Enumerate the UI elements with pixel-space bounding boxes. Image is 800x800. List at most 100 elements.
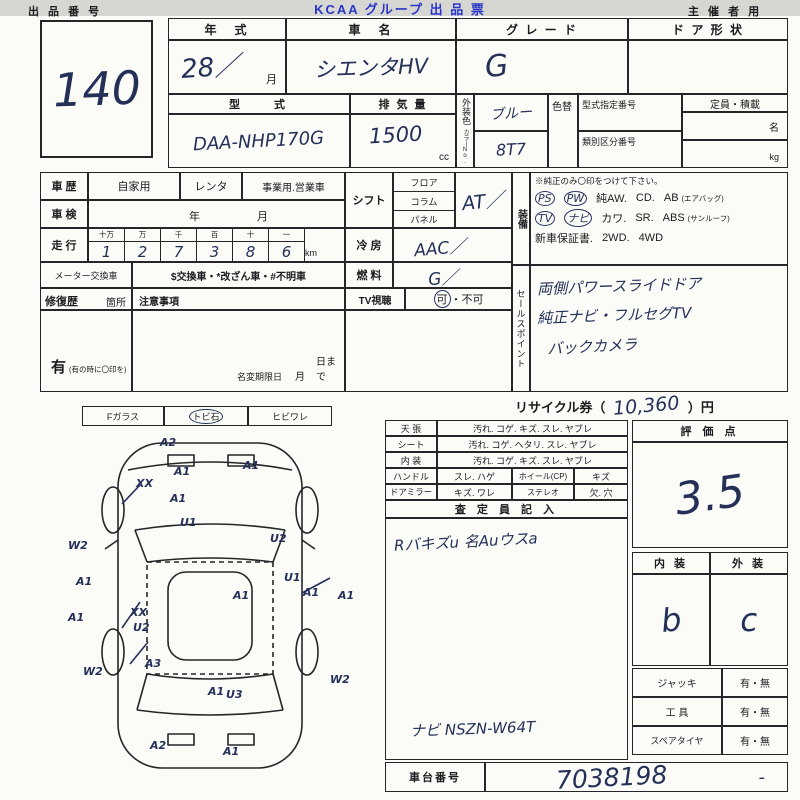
equip-aw: 純AW.	[596, 193, 627, 205]
chassis-number-dash: -	[758, 767, 766, 788]
top-band	[0, 0, 800, 16]
caution-value-cell: 名変期限日 月 日まで	[132, 310, 345, 392]
inspection-label: 車 検	[40, 200, 88, 228]
digit-header: 一	[269, 229, 304, 242]
damage-mark: U1	[284, 571, 301, 584]
repair-location-label: 箇所	[106, 298, 126, 309]
chassis-number-label: 車台番号	[385, 762, 485, 792]
interior-grade-cell: b	[632, 574, 710, 666]
repair-history-header: 修復歴 箇所	[40, 288, 132, 310]
damage-mark: A3	[145, 657, 162, 670]
damage-mark: W2	[330, 673, 350, 686]
inspection-cell: 年 月	[88, 200, 345, 228]
inspector-header: 査 定 員 記 入	[385, 500, 628, 518]
tv-yes-option: 可	[433, 290, 451, 308]
equip-leather: カワ.	[601, 213, 627, 225]
organizer-copy-label: 主 催 者 用	[688, 6, 763, 18]
ac-value-cell: AAC／	[393, 228, 512, 262]
rating-score-cell: 3.5	[632, 442, 788, 548]
car-name-cell: シエンタHV	[286, 40, 456, 94]
digit-value: 3	[209, 242, 220, 261]
tv-rest-options: ・不可	[450, 294, 484, 306]
cond-row3-text: スレ. ハゲ	[437, 468, 512, 484]
history-business: 事業用.営業車	[242, 172, 345, 200]
damage-mark: U2	[270, 532, 287, 545]
recycle-label: リサイクル券（	[515, 399, 606, 415]
damage-mark: A1	[243, 459, 260, 472]
color-code-value: 8T7	[495, 139, 527, 160]
damage-mark: A2	[150, 739, 167, 752]
history-rental: レンタ	[180, 172, 242, 200]
caution-header-cell: 注意事項	[132, 288, 345, 310]
car-name-value: シエンタHV	[313, 54, 429, 82]
damage-mark: U1	[180, 516, 197, 529]
equipment-cell: ※純正のみ〇印をつけて下さい。 PS PW 純AW. CD. AB (エアバッグ…	[530, 172, 788, 265]
damage-mark: XX	[130, 606, 147, 619]
equip-sr: SR.	[635, 212, 654, 224]
legend-stone-chip: トビ石	[164, 406, 248, 426]
shift-options-cell: フロア コラム パネル	[393, 172, 455, 228]
color-no-label: カラーNo.	[462, 129, 468, 165]
car-diagram	[101, 442, 331, 769]
legend-crack: ヒビワレ	[248, 406, 332, 426]
exterior-color-label-cell: 外装色 カラーNo.	[456, 94, 474, 168]
door-shape-cell	[628, 40, 788, 94]
model-code-header: 型 式	[168, 94, 350, 114]
capacity-persons-label: 名	[769, 123, 779, 134]
damage-mark: W2	[68, 539, 88, 552]
inspection-year: 年	[189, 211, 200, 223]
exterior-grade: c	[738, 600, 760, 640]
name-change-day: 日まで	[316, 357, 336, 383]
cond-row2-text: 汚れ. コゲ. キズ. スレ. ヤブレ	[437, 452, 628, 468]
year-cell: 28／ 月	[168, 40, 286, 94]
equip-navi: ナビ	[564, 209, 593, 227]
cond-row0-text: 汚れ. コゲ. キズ. スレ. ヤブレ	[437, 420, 628, 436]
displacement-unit: cc	[439, 152, 449, 163]
cond-row3-label: ハンドル	[385, 468, 437, 484]
tv-value-cell: 可・不可	[405, 288, 512, 310]
year-value: 28／	[180, 50, 242, 86]
shift-value: AT／	[461, 188, 506, 215]
name-header: 車 名	[286, 18, 456, 40]
damage-mark: XX	[136, 477, 153, 490]
displacement-header: 排 気 量	[350, 94, 456, 114]
name-change-deadline: 名変期限日	[237, 372, 283, 382]
jack-label: ジャッキ	[632, 668, 722, 697]
digit-header: 万	[125, 229, 160, 242]
car-diagram-area: A2 A1 A1 XX A1 U1 W2 A1 U2 U1 A1 A1 A1 X…	[40, 428, 388, 778]
exterior-grade-cell: c	[710, 574, 788, 666]
displacement-cell: 1500 cc	[350, 114, 456, 168]
cond-row4-text: キズ. ワレ	[437, 484, 512, 500]
digit-header: 十万	[89, 229, 124, 242]
year-header: 年 式	[168, 18, 286, 40]
digit-header: 十	[233, 229, 268, 242]
name-change-month: 月	[295, 372, 305, 383]
rating-header: 評 価 点	[632, 420, 788, 442]
mileage-label: 走 行	[40, 228, 88, 262]
color-code-cell: 8T7	[474, 131, 548, 168]
navi-model-note: ナビ NSZN-W64T	[409, 717, 536, 741]
legend-stone-chip-text: トビ石	[189, 408, 223, 424]
history-label: 車 歴	[40, 172, 88, 200]
recolor-cell: 色替	[548, 94, 578, 168]
damage-mark: A1	[223, 745, 240, 758]
exterior-color-label: 外装色	[461, 98, 471, 125]
class-number-cell: 類別区分番号	[578, 131, 682, 168]
equip-ab: AB	[663, 192, 679, 204]
cond-row3-col2: ホイール(CP)	[512, 468, 574, 484]
equip-ps: PS	[535, 190, 555, 206]
shift-value-cell: AT／	[455, 172, 512, 228]
tools-value: 有・無	[722, 697, 788, 726]
class-number-label: 類別区分番号	[582, 137, 637, 147]
digit-value: 2	[137, 242, 148, 261]
cond-row4-col2: ステレオ	[512, 484, 574, 500]
digit-value: 7	[173, 242, 184, 261]
equipment-note: ※純正のみ〇印をつけて下さい。	[535, 176, 663, 186]
damage-mark: A1	[338, 589, 355, 602]
digit-value: 8	[245, 242, 256, 261]
